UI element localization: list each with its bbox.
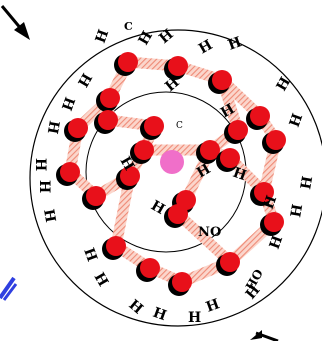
label-c-top: C xyxy=(124,20,133,33)
carbon-atom-6 xyxy=(196,140,220,164)
atom-layer xyxy=(56,52,286,296)
hydrogen-label-22: H xyxy=(74,70,94,89)
hydrogen-label-5: H xyxy=(274,75,294,94)
bond-26 xyxy=(172,208,236,268)
carbon-atom-7 xyxy=(140,116,164,140)
carbon-atom-9 xyxy=(64,118,88,142)
label-ho: HO xyxy=(243,267,266,293)
hydrogen-label-13: H xyxy=(151,305,169,325)
carbon-atom-13 xyxy=(130,140,154,164)
hydrogen-label-29: H xyxy=(261,193,281,211)
carbon-atom-20 xyxy=(260,212,284,236)
carbon-atom-5 xyxy=(224,120,248,144)
hydrogen-label-15: H xyxy=(91,270,111,289)
arrow-top-left xyxy=(0,5,30,40)
carbon-atom-11 xyxy=(82,186,106,210)
carbon-atom-1 xyxy=(164,56,188,80)
label-n: N xyxy=(198,225,210,240)
hydrogen-label-6: H xyxy=(287,111,307,129)
hydrogen-label-28: H xyxy=(231,165,249,185)
carbon-atom-22 xyxy=(94,110,118,134)
carbon-atom-21 xyxy=(250,182,274,206)
arrow-bottom-right xyxy=(250,330,279,341)
carbon-atom-0 xyxy=(114,52,138,76)
label-o: O xyxy=(210,225,221,240)
hydrogen-label-7: H xyxy=(298,175,316,191)
carbon-atom-19 xyxy=(216,252,240,276)
hydrogen-label-20: H xyxy=(44,119,62,135)
carbon-atom-23 xyxy=(216,148,240,172)
hydrogen-label-3: H xyxy=(196,37,215,57)
hydrogen-label-19: H xyxy=(32,158,48,171)
hydrogen-label-0: H xyxy=(93,27,113,45)
arrow-blue xyxy=(0,276,18,301)
hydrogen-label-16: H xyxy=(80,246,100,264)
hydrogen-label-14: H xyxy=(125,297,145,318)
carbon-atom-18 xyxy=(168,272,192,296)
label-c-inner: C xyxy=(176,121,183,131)
outer-ring xyxy=(29,29,322,327)
carbon-atom-17 xyxy=(136,258,160,282)
carbon-atom-16 xyxy=(102,236,126,260)
hydrogen-label-17: H xyxy=(40,208,58,224)
hydrogen-label-12: H xyxy=(188,310,201,326)
hydrogen-label-8: H xyxy=(288,203,306,219)
carbon-atom-3 xyxy=(246,106,270,130)
hydrogen-label-11: H xyxy=(204,296,222,316)
carbon-atom-8 xyxy=(96,88,120,112)
hydrogen-label-1: H xyxy=(136,29,156,48)
carbon-atom-2 xyxy=(208,70,232,94)
center-atom xyxy=(160,150,184,174)
carbon-atom-15 xyxy=(164,204,188,228)
hydrogen-label-4: H xyxy=(226,34,244,54)
hydrogen-label-9: H xyxy=(267,233,287,251)
hydrogen-label-2: H xyxy=(156,26,176,47)
carbon-atom-4 xyxy=(262,130,286,154)
carbon-atom-12 xyxy=(116,166,140,190)
carbon-atom-10 xyxy=(56,162,80,186)
hydrogen-label-21: H xyxy=(58,95,78,113)
hydrogen-label-18: H xyxy=(36,180,52,193)
